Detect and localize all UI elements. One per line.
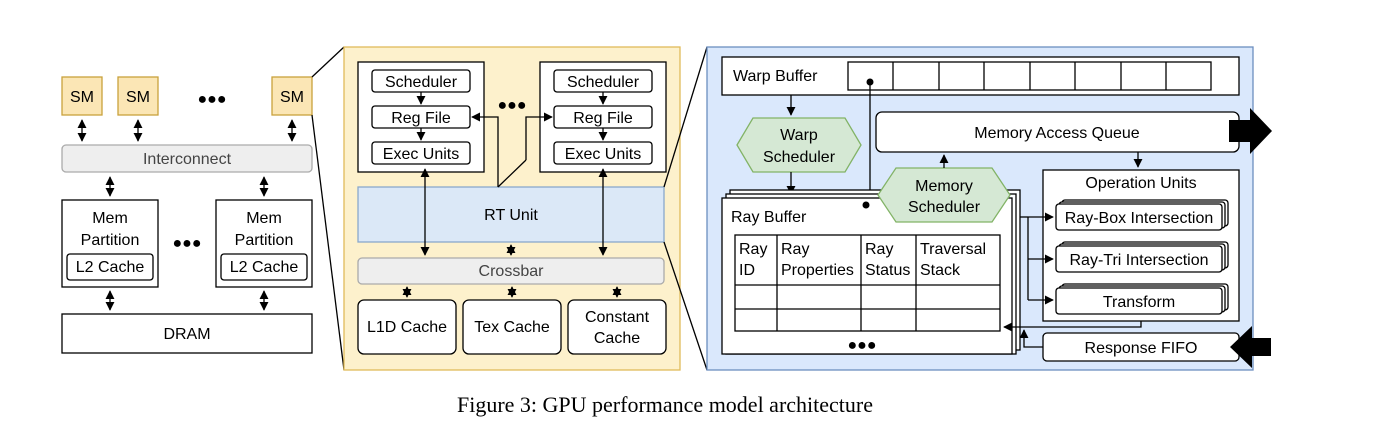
operation-units-label: Operation Units: [1085, 175, 1196, 192]
zoom-line-rt-bottom: [663, 241, 708, 371]
interconnect-bar: [61, 144, 313, 173]
l1d-cache-block: L1D Cache: [357, 299, 457, 355]
mem-ellipsis: ●●●: [173, 235, 202, 252]
operation-units: Operation Units Ray-Box Intersection Ray…: [1042, 169, 1240, 322]
sm-block-2: SM: [117, 76, 159, 116]
ray-buffer-ellipsis: ●●●: [848, 337, 877, 354]
l1d-cache-label: L1D Cache: [367, 319, 447, 336]
memory-scheduler-label-line2: Scheduler: [908, 199, 981, 216]
sm-block-1: SM: [61, 76, 103, 116]
mem-partition-label-line1: Mem: [246, 210, 282, 227]
response-in-arrow-icon: [1230, 326, 1271, 368]
fifo-raybuffer-arrow: [1019, 329, 1043, 348]
gpu-overview: SM SM ●●● SM Interconnect Mem Partition …: [61, 76, 313, 354]
mem-partition-label-line2: Partition: [235, 232, 294, 249]
ray-status-header-line1: Ray: [865, 241, 893, 258]
memory-access-queue: Memory Access Queue: [875, 111, 1240, 153]
sm-label: SM: [280, 89, 304, 106]
ray-properties-header-line1: Ray: [781, 241, 809, 258]
rt-unit-label: RT Unit: [484, 207, 538, 224]
dram-label: DRAM: [163, 326, 210, 343]
mem-partition-1: Mem Partition L2 Cache: [61, 199, 159, 288]
core-ellipsis: ●●●: [498, 97, 527, 114]
warp-buffer: Warp Buffer: [721, 56, 1240, 96]
warp-buffer-label: Warp Buffer: [733, 68, 818, 85]
memory-scheduler: Memory Scheduler: [877, 167, 1011, 223]
transform-label: Transform: [1103, 294, 1175, 311]
zoom-line-bottom: [311, 114, 345, 371]
ray-properties-header-line2: Properties: [781, 262, 854, 279]
crossbar-bar: [357, 257, 665, 285]
ray-status-header-line2: Status: [865, 262, 910, 279]
sm-label: SM: [70, 89, 94, 106]
rt-unit-detail-panel: Warp Buffer Warp Scheduler Ray B: [706, 46, 1272, 371]
reg-file-label: Reg File: [573, 110, 633, 127]
mem-partition-2: Mem Partition L2 Cache: [215, 199, 313, 288]
warp-scheduler-label-line2: Scheduler: [763, 149, 836, 166]
ray-tri-label: Ray-Tri Intersection: [1070, 252, 1209, 269]
ray-buffer-label: Ray Buffer: [731, 209, 807, 226]
rt-unit-block: [357, 186, 665, 243]
constant-cache-block: Constant Cache: [567, 299, 667, 355]
sm-ellipsis: ●●●: [198, 91, 227, 108]
regfile2-rt-join: [497, 159, 527, 188]
l2-cache-label: L2 Cache: [76, 259, 145, 276]
sm-detail-panel: Scheduler Reg File Exec Units ●●● Schedu…: [343, 46, 681, 371]
tex-cache-block: Tex Cache: [462, 299, 562, 355]
regfile2-rt-link: [525, 112, 553, 160]
mem-partition-label-line1: Mem: [92, 210, 128, 227]
constant-cache-label-line1: Constant: [585, 309, 650, 326]
regfile1-rt-link: [471, 112, 499, 187]
opunits-raybuffer-arrow: [1003, 321, 1142, 332]
exec-units-label: Exec Units: [565, 146, 641, 163]
warp-scheduler: Warp Scheduler: [736, 117, 862, 173]
zoom-line-top: [311, 46, 345, 78]
ray-buffer: Ray Buffer Ray ID Ray Properties Ray Sta…: [721, 197, 1013, 355]
mem-partition-label-line2: Partition: [81, 232, 140, 249]
ray-box-label: Ray-Box Intersection: [1065, 210, 1214, 227]
traversal-stack-header-line2: Stack: [920, 262, 961, 279]
constant-cache-label-line2: Cache: [594, 330, 640, 347]
response-fifo: Response FIFO: [1042, 332, 1240, 362]
sm-block-n: SM: [271, 76, 313, 116]
ray-id-header-line2: ID: [739, 262, 755, 279]
figure-caption: Figure 3: GPU performance model architec…: [457, 392, 873, 417]
warp-scheduler-label-line1: Warp: [780, 127, 818, 144]
scheduler-label: Scheduler: [385, 74, 458, 91]
ray-id-header-line1: Ray: [739, 241, 767, 258]
exec-units-label: Exec Units: [383, 146, 459, 163]
core-block-2: Scheduler Reg File Exec Units: [539, 61, 667, 173]
crossbar-label: Crossbar: [479, 263, 545, 280]
traversal-stack-header-line1: Traversal: [920, 241, 986, 258]
l2-cache-label: L2 Cache: [230, 259, 299, 276]
memory-access-queue-label: Memory Access Queue: [974, 125, 1140, 142]
dram-block: [61, 313, 313, 354]
interconnect-label: Interconnect: [143, 151, 232, 168]
tex-cache-label: Tex Cache: [474, 319, 550, 336]
reg-file-label: Reg File: [391, 110, 451, 127]
memory-scheduler-label-line1: Memory: [915, 178, 973, 195]
zoom-line-rt-top: [663, 46, 708, 188]
response-fifo-label: Response FIFO: [1085, 340, 1198, 357]
core-block-1: Scheduler Reg File Exec Units: [357, 61, 485, 173]
memory-out-arrow-icon: [1229, 108, 1272, 154]
sm-label: SM: [126, 89, 150, 106]
scheduler-label: Scheduler: [567, 74, 640, 91]
